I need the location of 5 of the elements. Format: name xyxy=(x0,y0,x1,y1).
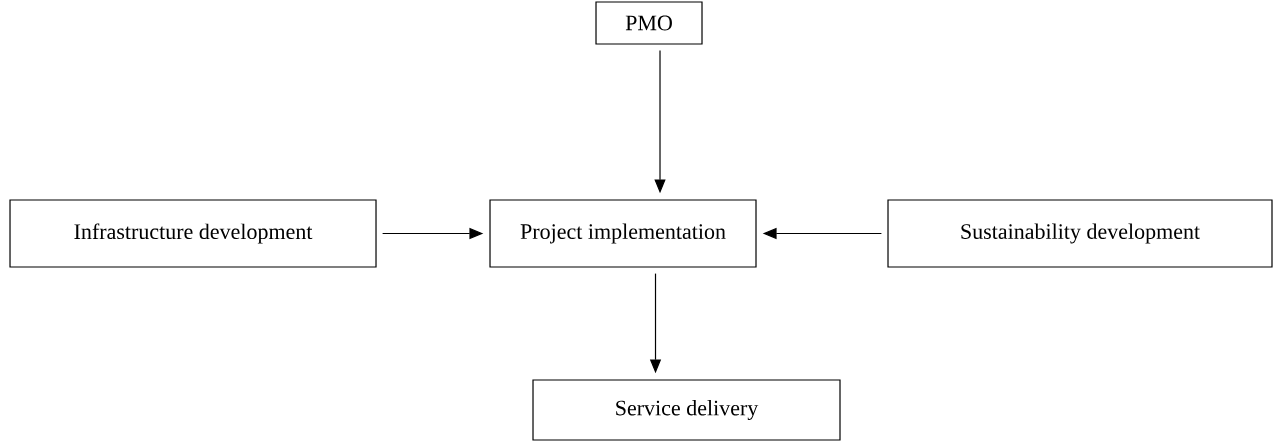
process-box: Service delivery xyxy=(532,379,841,441)
process-box: Infrastructure development xyxy=(9,199,377,268)
process-box: Project implementation xyxy=(489,199,757,268)
process-box: Sustainability development xyxy=(887,199,1273,268)
process-box: PMO xyxy=(595,1,703,45)
